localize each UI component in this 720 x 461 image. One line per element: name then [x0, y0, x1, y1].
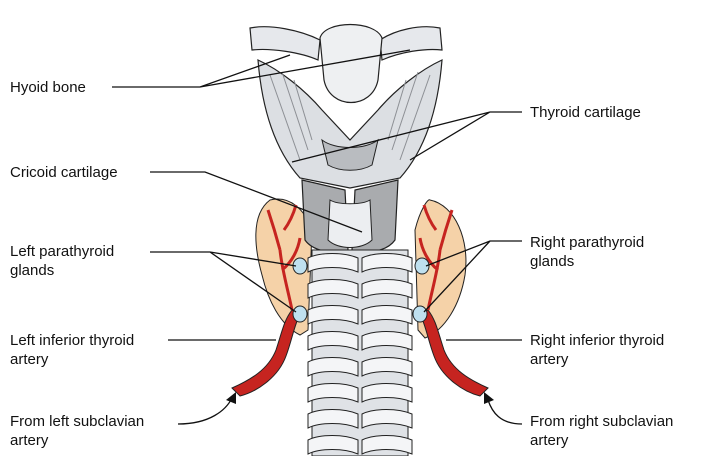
hyoid-bone — [249, 23, 443, 103]
label-left-parathyroid: Left parathyroid glands — [10, 242, 114, 280]
label-left-inferior-thyroid-line1: Left inferior thyroid — [10, 332, 135, 349]
trachea-ring-left — [307, 435, 359, 455]
right-parathyroid-lower — [412, 305, 428, 323]
trachea-ring-left — [307, 305, 359, 325]
laryngeal-prominence — [321, 138, 379, 171]
label-left-inferior-thyroid: Left inferior thyroid artery — [10, 331, 134, 369]
leader-left-subclavian — [177, 397, 233, 425]
arteries — [231, 204, 489, 397]
epiglottis — [319, 23, 383, 103]
cricoid-ring — [327, 199, 373, 248]
label-hyoid-bone: Hyoid bone — [10, 78, 86, 97]
trachea-ring-right — [361, 409, 413, 429]
thyroid-cartilage-shape — [257, 59, 443, 189]
trachea-ring-left — [307, 383, 359, 403]
label-from-left-subclavian-line2: artery — [10, 432, 49, 449]
label-thyroid-cartilage-text: Thyroid cartilage — [530, 104, 641, 121]
thyroid-right-lamina-stripes — [387, 71, 431, 161]
left-parathyroid-lower — [292, 305, 308, 323]
label-right-parathyroid-line2: glands — [530, 253, 575, 270]
trachea-ring-right — [361, 435, 413, 455]
trachea-ring-right — [361, 383, 413, 403]
leader-thyroid — [291, 111, 522, 163]
trachea-ring-left — [307, 279, 359, 299]
right-thyroid-artery-branches — [418, 204, 454, 311]
trachea-ring-left — [307, 409, 359, 429]
label-from-right-subclavian: From right subclavian artery — [530, 412, 673, 450]
arrow-right-subclavian — [484, 392, 494, 404]
right-inferior-thyroid-artery — [419, 309, 489, 397]
trachea-ring-right — [361, 279, 413, 299]
trachea-ring-left — [307, 357, 359, 377]
label-left-parathyroid-line2: glands — [10, 262, 55, 279]
hyoid-left-horn — [249, 26, 321, 61]
label-from-left-subclavian: From left subclavian artery — [10, 412, 144, 450]
label-left-parathyroid-line1: Left parathyroid — [10, 243, 115, 260]
leader-right-subclavian — [487, 399, 523, 425]
label-right-inferior-thyroid: Right inferior thyroid artery — [530, 331, 664, 369]
hyoid-right-horn — [379, 26, 443, 61]
parathyroid-glands — [292, 257, 430, 323]
label-right-inferior-thyroid-line1: Right inferior thyroid — [530, 332, 665, 349]
left-thyroid-artery-branches — [266, 204, 302, 311]
label-left-inferior-thyroid-line2: artery — [10, 351, 49, 368]
trachea-ring-left — [307, 253, 359, 273]
left-inferior-thyroid-artery — [231, 309, 301, 397]
label-from-right-subclavian-line2: artery — [530, 432, 569, 449]
leader-hyoid — [112, 49, 411, 88]
arrow-left-subclavian — [226, 392, 236, 404]
leader-cricoid — [150, 171, 363, 233]
label-hyoid-bone-text: Hyoid bone — [10, 79, 86, 96]
trachea-ring-right — [361, 331, 413, 351]
arrowheads — [226, 392, 494, 404]
trachea-ring-right — [361, 305, 413, 325]
trachea — [307, 249, 413, 457]
thyroid-right-lobe — [414, 199, 467, 339]
trachea-ring-left — [307, 331, 359, 351]
label-from-right-subclavian-line1: From right subclavian — [530, 413, 674, 430]
trachea-ring-right — [361, 357, 413, 377]
cricoid-cartilage-shape — [301, 179, 399, 253]
leader-right-parathyroid — [423, 240, 522, 313]
trachea-ring-right — [361, 253, 413, 273]
leader-left-parathyroid — [150, 251, 297, 313]
label-thyroid-cartilage: Thyroid cartilage — [530, 103, 641, 122]
thyroid-left-lamina-stripes — [269, 71, 313, 161]
label-cricoid-cartilage: Cricoid cartilage — [10, 163, 118, 182]
label-right-parathyroid-line1: Right parathyroid — [530, 234, 645, 251]
label-right-inferior-thyroid-line2: artery — [530, 351, 569, 368]
label-cricoid-cartilage-text: Cricoid cartilage — [10, 164, 118, 181]
label-right-parathyroid: Right parathyroid glands — [530, 233, 644, 271]
label-from-left-subclavian-line1: From left subclavian — [10, 413, 145, 430]
right-parathyroid-upper — [414, 257, 430, 275]
thyroid-cartilage-body — [257, 59, 443, 189]
